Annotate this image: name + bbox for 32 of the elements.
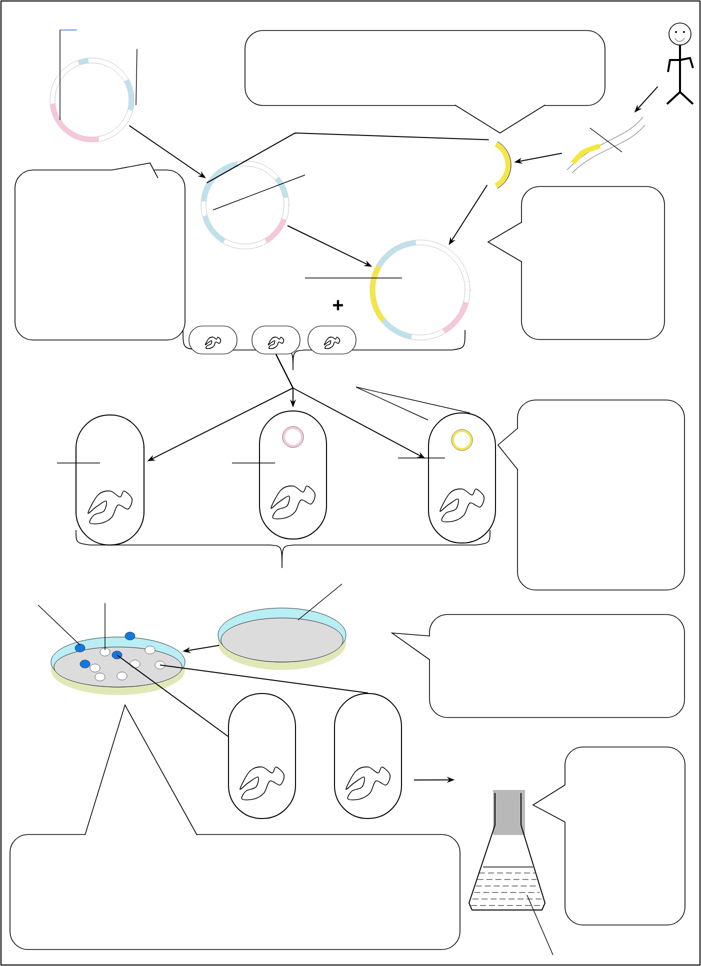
leader-line (356, 386, 428, 420)
bacterium-drawing (228, 693, 296, 819)
bacterium-drawing (76, 414, 144, 546)
leader-line (298, 584, 342, 620)
leader-line (590, 128, 622, 152)
plasmid-drawing (200, 160, 290, 250)
bacterium-drawing (188, 326, 238, 354)
person-drawing (666, 22, 694, 105)
leader-line (526, 894, 554, 956)
bacterium-drawing (334, 693, 402, 819)
connector-line (206, 132, 490, 184)
leader-line (356, 386, 470, 414)
plasmid-drawing (370, 240, 470, 340)
plasmid-drawing (50, 58, 134, 142)
bacterium-drawing (252, 326, 300, 354)
petri-dish-drawing (218, 608, 346, 670)
dna-strand-drawing (566, 116, 646, 174)
leader-line (136, 48, 138, 106)
bacterium-drawing (308, 326, 356, 354)
flask-drawing (468, 790, 546, 912)
plus-sign: + (333, 300, 344, 310)
petri-dish-drawing (50, 632, 186, 695)
leader-line (232, 462, 276, 464)
leader-line (104, 602, 106, 650)
leader-line (56, 462, 100, 464)
dna-fragment-drawing (494, 141, 512, 189)
bacterium-drawing (428, 412, 496, 544)
connector-line (116, 654, 228, 737)
leader-line (38, 604, 80, 646)
bacterium-drawing (259, 410, 327, 540)
connector-line (160, 664, 368, 694)
leader-line (212, 174, 306, 210)
